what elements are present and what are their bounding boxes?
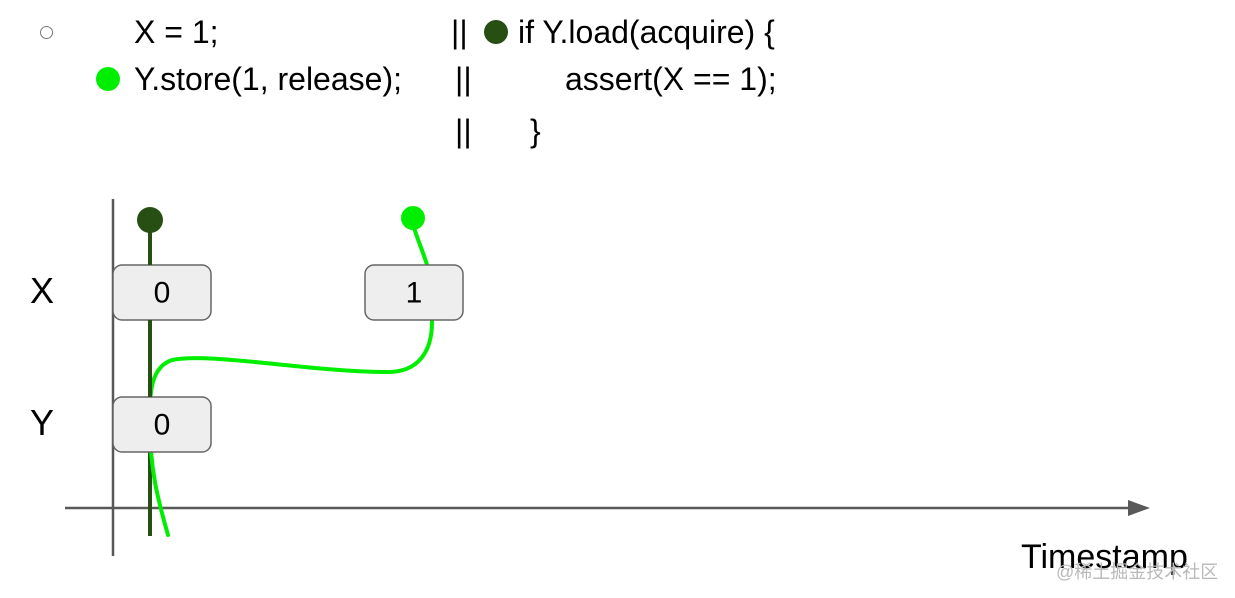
thread-separator-1: ||: [451, 14, 468, 50]
x-axis-arrowhead-icon: [1128, 500, 1150, 516]
row-label-y: Y: [30, 402, 55, 443]
thread1-line1: X = 1;: [134, 14, 219, 50]
thread-separator-2: ||: [455, 61, 472, 97]
thread1-line2: Y.store(1, release);: [134, 61, 402, 97]
thread2-line3: }: [530, 113, 541, 149]
y-cell-0-value: 0: [154, 409, 171, 442]
thread2-line1: if Y.load(acquire) {: [518, 14, 775, 50]
x-cell-0: 0: [112, 264, 212, 321]
thread1-green-dot-icon: [96, 67, 120, 91]
y-cell-0: 0: [112, 396, 212, 453]
x-cell-1-value: 1: [406, 277, 423, 310]
thread2-line2: assert(X == 1);: [565, 61, 777, 97]
x-cell-0-value: 0: [154, 277, 171, 310]
thread1-green-start-dot-icon: [401, 206, 425, 230]
thread2-dark-start-dot-icon: [137, 207, 163, 233]
x-cell-1: 1: [364, 264, 464, 321]
x-axis-title: Timestamp: [1021, 538, 1188, 576]
watermark: @稀土掘金技术社区: [1056, 562, 1219, 582]
thread2-dark-dot-icon: [484, 20, 508, 44]
hollow-list-bullet-icon: [40, 26, 53, 39]
thread-separator-3: ||: [455, 113, 472, 149]
row-label-x: X: [30, 270, 55, 311]
